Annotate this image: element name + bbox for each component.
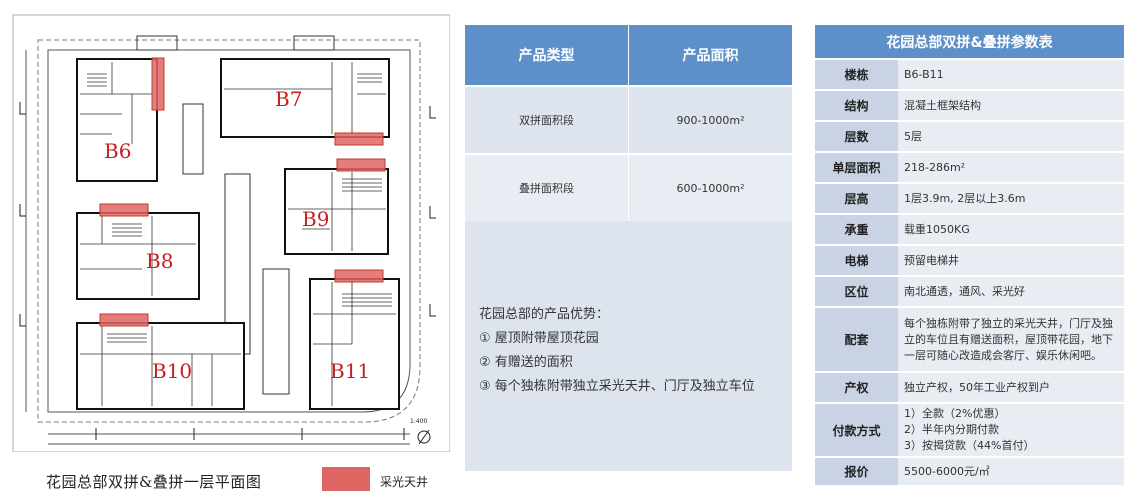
product-row: 叠拼面积段 600-1000m² bbox=[465, 153, 792, 221]
product-row: 双拼面积段 900-1000m² bbox=[465, 85, 792, 153]
param-key: 楼栋 bbox=[815, 60, 898, 89]
param-key: 付款方式 bbox=[815, 404, 898, 456]
param-key: 结构 bbox=[815, 91, 898, 120]
skylight-b6 bbox=[151, 57, 165, 111]
param-key: 产权 bbox=[815, 373, 898, 402]
building-b6 bbox=[76, 58, 158, 182]
param-key: 区位 bbox=[815, 277, 898, 306]
param-row: 承重 载重1050KG bbox=[815, 213, 1124, 244]
product-type-cell: 双拼面积段 bbox=[519, 114, 574, 127]
param-row: 报价 5500-6000元/㎡ bbox=[815, 456, 1124, 485]
param-key: 承重 bbox=[815, 215, 898, 244]
param-value: 218-286m² bbox=[898, 153, 1124, 182]
param-value: 每个独栋附带了独立的采光天井，门厅及独立的车位且有赠送面积，屋顶带花园，地下一层… bbox=[898, 308, 1124, 371]
param-key: 报价 bbox=[815, 458, 898, 485]
param-value: 1）全款（2%优惠） 2）半年内分期付款 3）按揭贷款（44%首付） bbox=[898, 404, 1124, 456]
param-row: 结构 混凝土框架结构 bbox=[815, 89, 1124, 120]
param-row: 层数 5层 bbox=[815, 120, 1124, 151]
scale-text: 1:400 bbox=[410, 418, 427, 425]
param-value: 南北通透，通风、采光好 bbox=[898, 277, 1124, 306]
param-row: 层高 1层3.9m, 2层以上3.6m bbox=[815, 182, 1124, 213]
param-row: 配套 每个独栋附带了独立的采光天井，门厅及独立的车位且有赠送面积，屋顶带花园，地… bbox=[815, 306, 1124, 371]
param-key: 层数 bbox=[815, 122, 898, 151]
label-b11: B11 bbox=[330, 359, 370, 383]
north-arrow-icon bbox=[417, 429, 431, 445]
param-value: B6-B11 bbox=[898, 60, 1124, 89]
floor-plan-drawing: B6 B7 B8 B9 B10 B11 1:400 bbox=[12, 14, 450, 452]
param-key: 电梯 bbox=[815, 246, 898, 275]
param-row: 楼栋 B6-B11 bbox=[815, 58, 1124, 89]
product-table-header: 产品类型 产品面积 bbox=[465, 25, 792, 85]
advantages-title: 花园总部的产品优势： bbox=[479, 307, 610, 322]
header-product-area: 产品面积 bbox=[628, 25, 792, 85]
param-row: 产权 独立产权，50年工业产权到户 bbox=[815, 371, 1124, 402]
param-table-title: 花园总部双拼&叠拼参数表 bbox=[815, 25, 1124, 58]
building-b9 bbox=[284, 168, 389, 255]
advantage-item: ① 屋顶附带屋顶花园 bbox=[479, 331, 599, 346]
product-type-cell: 叠拼面积段 bbox=[519, 182, 574, 195]
label-b10: B10 bbox=[152, 359, 192, 383]
param-row: 付款方式 1）全款（2%优惠） 2）半年内分期付款 3）按揭贷款（44%首付） bbox=[815, 402, 1124, 456]
product-area-cell: 900-1000m² bbox=[628, 87, 792, 153]
product-table: 产品类型 产品面积 双拼面积段 900-1000m² 叠拼面积段 600-100… bbox=[465, 25, 792, 471]
advantage-item: ③ 每个独栋附带独立采光天井、门厅及独立车位 bbox=[479, 379, 755, 394]
plan-caption: 花园总部双拼&叠拼一层平面图 bbox=[46, 473, 262, 491]
param-row: 区位 南北通透，通风、采光好 bbox=[815, 275, 1124, 306]
label-b8: B8 bbox=[146, 249, 173, 273]
param-value: 5500-6000元/㎡ bbox=[898, 458, 1124, 485]
building-b10 bbox=[76, 322, 245, 410]
advantage-item: ② 有赠送的面积 bbox=[479, 355, 573, 370]
advantages-list: 花园总部的产品优势： ① 屋顶附带屋顶花园 ② 有赠送的面积 ③ 每个独栋附带独… bbox=[479, 303, 755, 399]
param-key: 配套 bbox=[815, 308, 898, 371]
param-table: 花园总部双拼&叠拼参数表 楼栋 B6-B11 结构 混凝土框架结构 层数 5层 … bbox=[815, 25, 1124, 485]
label-b7: B7 bbox=[275, 87, 302, 111]
param-key: 层高 bbox=[815, 184, 898, 213]
building-b7 bbox=[220, 58, 390, 138]
legend-swatch bbox=[322, 467, 370, 491]
skylight-b11 bbox=[334, 269, 384, 283]
param-row: 电梯 预留电梯井 bbox=[815, 244, 1124, 275]
param-value: 预留电梯井 bbox=[898, 246, 1124, 275]
param-value: 5层 bbox=[898, 122, 1124, 151]
skylight-b8 bbox=[99, 203, 149, 217]
header-product-type: 产品类型 bbox=[518, 48, 575, 64]
label-b9: B9 bbox=[302, 207, 329, 231]
skylight-b9 bbox=[336, 158, 386, 172]
building-b8 bbox=[76, 212, 200, 300]
param-key: 单层面积 bbox=[815, 153, 898, 182]
floor-plan: B6 B7 B8 B9 B10 B11 1:400 bbox=[12, 14, 450, 452]
param-value: 1层3.9m, 2层以上3.6m bbox=[898, 184, 1124, 213]
param-value: 混凝土框架结构 bbox=[898, 91, 1124, 120]
skylight-b7 bbox=[334, 132, 384, 146]
param-row: 单层面积 218-286m² bbox=[815, 151, 1124, 182]
legend-label: 采光天井 bbox=[380, 475, 429, 489]
skylight-b10 bbox=[99, 313, 149, 327]
product-area-cell: 600-1000m² bbox=[628, 155, 792, 221]
label-b6: B6 bbox=[104, 139, 131, 163]
param-value: 独立产权，50年工业产权到户 bbox=[898, 373, 1124, 402]
param-value: 载重1050KG bbox=[898, 215, 1124, 244]
